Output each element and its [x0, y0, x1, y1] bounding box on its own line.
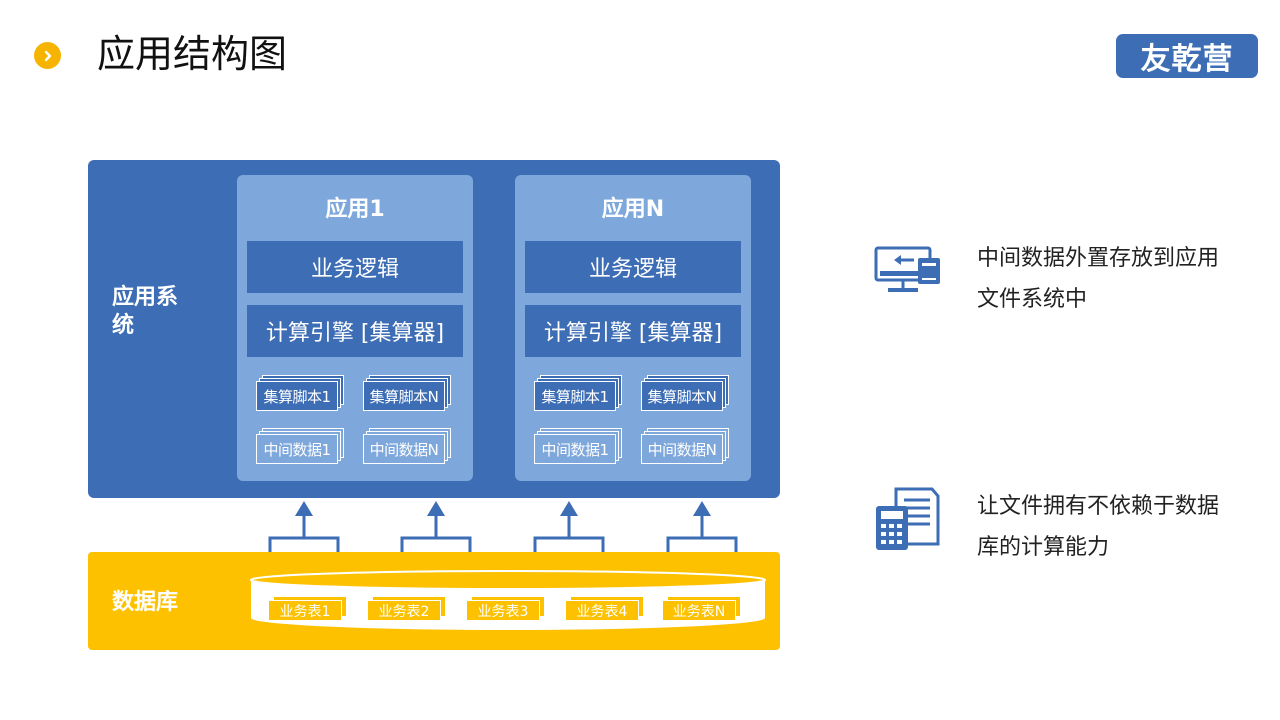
- computer-storage-icon: [874, 246, 940, 292]
- connector-arrows: [268, 501, 738, 553]
- arrow-up-icon: [427, 501, 445, 516]
- page-title: 应用结构图: [97, 32, 288, 76]
- business-logic-box: 业务逻辑: [525, 241, 741, 293]
- bracket-connector: [666, 536, 738, 553]
- business-table: 业务表1: [268, 596, 348, 622]
- script-file: 集算脚本1: [534, 375, 622, 411]
- arrow-up-icon: [560, 501, 578, 516]
- app-title: 应用N: [601, 197, 665, 222]
- app-title: 应用1: [325, 197, 385, 222]
- compute-engine-box: 计算引擎 [集算器]: [525, 305, 741, 357]
- script-file: 集算脚本1: [256, 375, 344, 411]
- data-file: 中间数据1: [256, 428, 344, 464]
- bracket-connector: [533, 536, 605, 553]
- calculator-document-icon: [876, 487, 940, 550]
- script-file: 集算脚本N: [641, 375, 729, 411]
- title-bullet-icon: [34, 42, 61, 69]
- database-label: 数据库: [112, 590, 179, 615]
- script-file: 集算脚本N: [363, 375, 451, 411]
- brand-logo: 友乾营: [1116, 34, 1258, 78]
- data-file: 中间数据N: [641, 428, 729, 464]
- business-logic-box: 业务逻辑: [247, 241, 463, 293]
- business-table: 业务表4: [565, 596, 645, 622]
- business-table: 业务表3: [466, 596, 546, 622]
- app-system-label: 应用系统: [112, 285, 179, 338]
- compute-engine-box: 计算引擎 [集算器]: [247, 305, 463, 357]
- arrow-up-icon: [295, 501, 313, 516]
- arrow-up-icon: [693, 501, 711, 516]
- note-text: 中间数据外置存放到应用文件系统中: [977, 246, 1220, 312]
- business-table: 业务表N: [662, 596, 742, 622]
- business-table: 业务表2: [367, 596, 447, 622]
- bracket-connector: [400, 536, 472, 553]
- bracket-connector: [268, 536, 340, 553]
- data-file: 中间数据1: [534, 428, 622, 464]
- note-text: 让文件拥有不依赖于数据库的计算能力: [977, 494, 1220, 560]
- data-file: 中间数据N: [363, 428, 451, 464]
